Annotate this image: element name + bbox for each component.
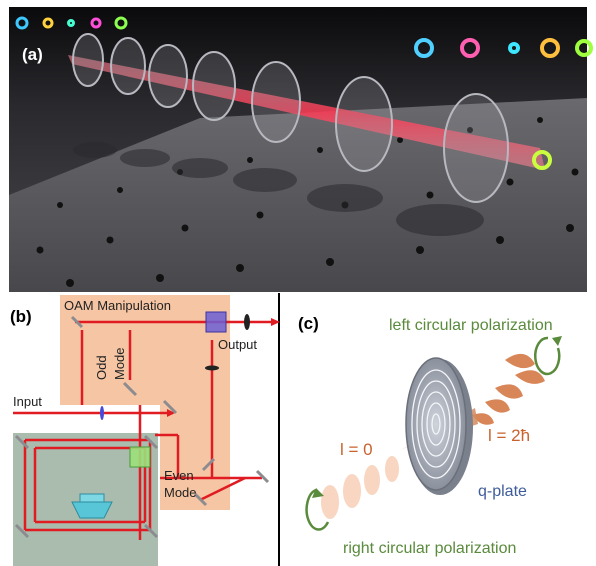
- odd-label: Odd: [94, 355, 109, 380]
- output-label: Output: [218, 337, 257, 352]
- panel-b-label: (b): [10, 307, 32, 326]
- output-beam-splitter: [205, 311, 227, 333]
- input-label: Input: [13, 394, 42, 409]
- mirrors: [14, 315, 270, 539]
- right-circular-arrow-icon: [305, 488, 330, 531]
- panel-c: (c) left circular polarization l = 0 l =…: [298, 314, 562, 557]
- dove-prism-top: [79, 493, 105, 503]
- even-label: Even: [164, 468, 194, 483]
- even-mode-label: Mode: [164, 485, 197, 500]
- input-waveplate: [100, 406, 104, 420]
- mode-patterns-right: [414, 38, 593, 58]
- left-circular-label: left circular polarization: [389, 317, 553, 334]
- panel-c-label: (c): [298, 314, 319, 333]
- wave-plates: [72, 33, 509, 203]
- beam-end-spot: [532, 150, 552, 170]
- l-two-hbar-label: l = 2ħ: [488, 426, 530, 445]
- panel-a: (a): [9, 7, 593, 292]
- output-arrow-icon: [271, 318, 280, 326]
- panel-a-label: (a): [22, 45, 43, 64]
- disk-shadows: [73, 142, 484, 236]
- output-helix: [472, 353, 545, 425]
- q-plate-disk: [405, 357, 467, 491]
- mode-patterns-left: [15, 16, 128, 30]
- odd-mode-label: Mode: [112, 347, 127, 380]
- panel-b: (b) OAM Manipulation Odd Mode Output Inp…: [10, 295, 280, 566]
- input-arrow-icon: [167, 409, 175, 417]
- oam-manipulation-label: OAM Manipulation: [64, 298, 171, 313]
- even-mode-lens: [205, 365, 219, 371]
- input-wavefronts: [321, 456, 399, 519]
- right-circular-label: right circular polarization: [343, 540, 516, 557]
- q-plate-label: q-plate: [478, 483, 527, 500]
- left-circular-arrowhead-icon: [552, 336, 562, 346]
- right-circular-arrowhead-icon: [312, 488, 324, 498]
- beam-paths: [13, 320, 277, 540]
- output-lens: [244, 314, 250, 330]
- input-beam-splitter: [129, 446, 151, 468]
- oam-manipulation-box: [60, 295, 230, 510]
- q-plate-pattern: [411, 369, 461, 479]
- table-holes: [36, 117, 579, 287]
- left-circular-arrow-icon: [534, 336, 561, 376]
- l-zero-label: l = 0: [340, 440, 373, 459]
